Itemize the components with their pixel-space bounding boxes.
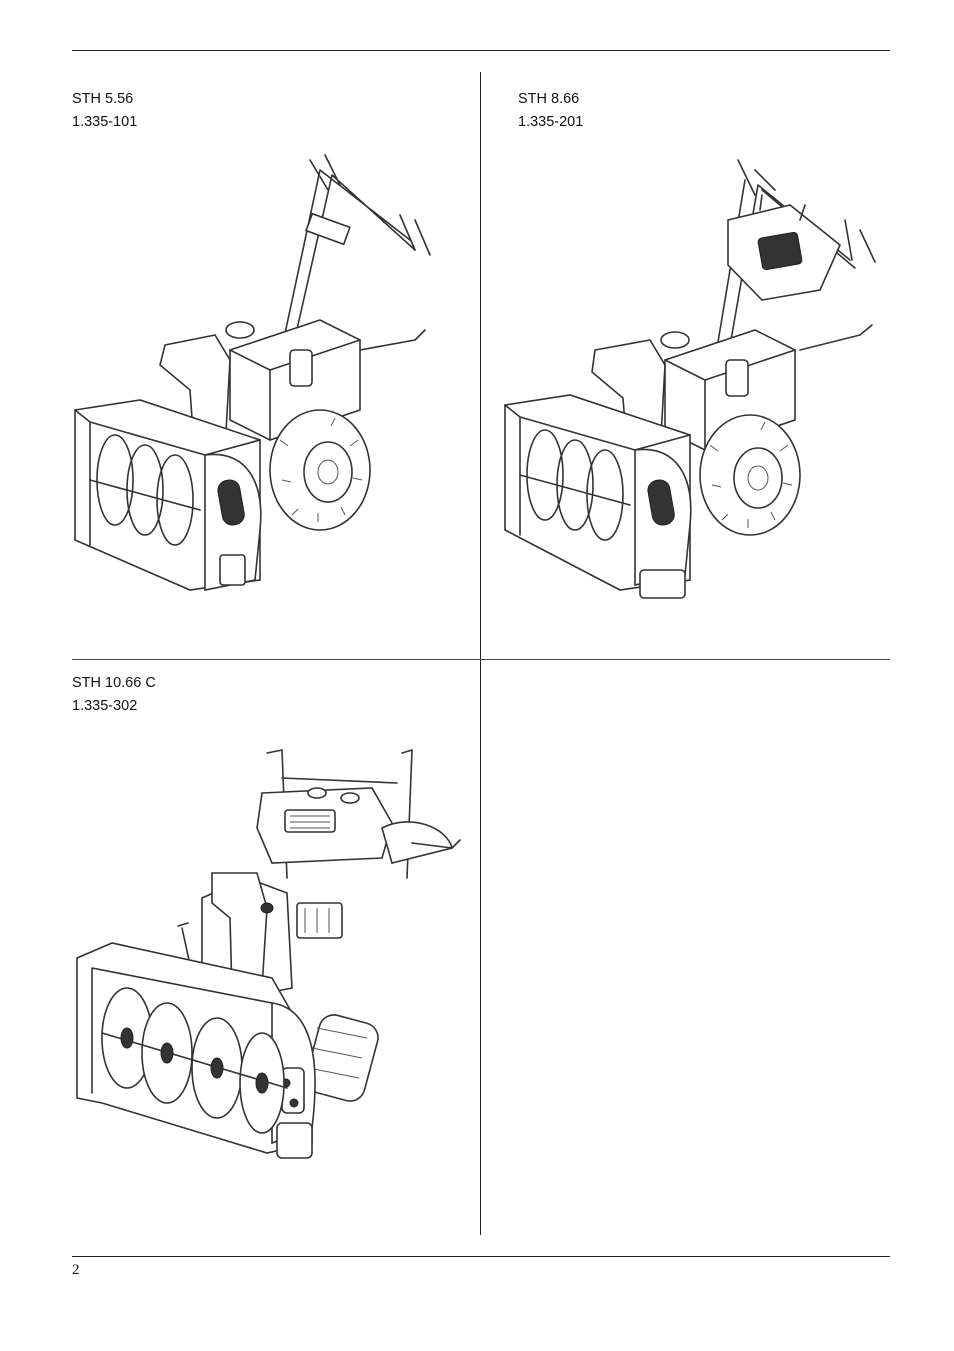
snow-thrower-illustration-sth-5-56 xyxy=(74,154,431,591)
model-name: STH 10.66 C xyxy=(72,675,156,691)
model-part-number: 1.335-101 xyxy=(72,114,138,130)
model-name: STH 5.56 xyxy=(72,91,134,107)
top-rule xyxy=(72,50,890,51)
model-part-number: 1.335-201 xyxy=(518,114,584,130)
model-part-number: 1.335-302 xyxy=(72,698,138,714)
model-label-sth-8-66: STH 8.66 1.335-201 xyxy=(518,88,583,134)
bottom-rule xyxy=(72,1256,890,1257)
model-label-sth-5-56: STH 5.56 1.335-101 xyxy=(72,88,137,134)
column-divider xyxy=(480,72,481,1235)
row-divider-right xyxy=(480,659,890,660)
model-name: STH 8.66 xyxy=(518,91,580,107)
page-number: 2 xyxy=(72,1262,80,1278)
model-label-sth-10-66-c: STH 10.66 C 1.335-302 xyxy=(72,672,156,718)
snow-thrower-illustration-sth-10-66-c xyxy=(76,749,461,1159)
snow-thrower-illustration-sth-8-66 xyxy=(504,159,876,599)
row-divider-left xyxy=(72,659,480,660)
